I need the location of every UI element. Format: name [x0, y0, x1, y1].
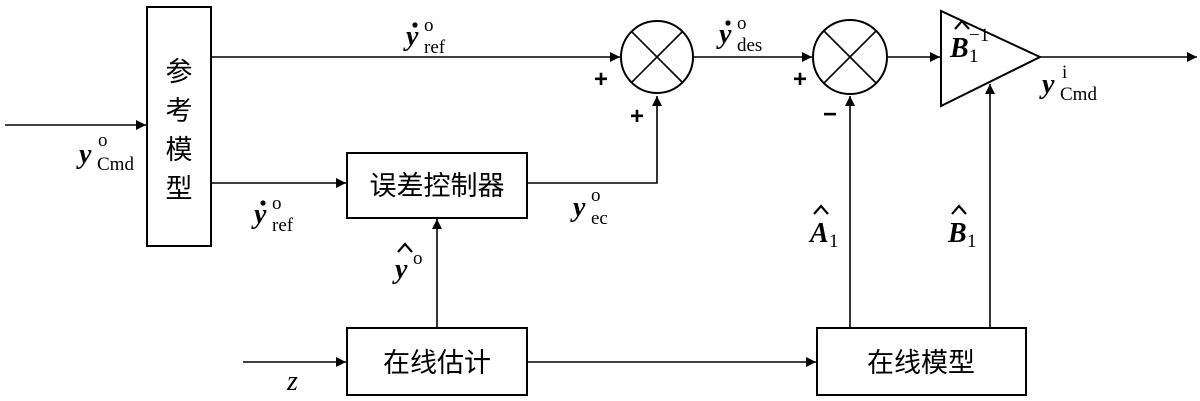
reference-model-char-1: 参 — [166, 57, 193, 88]
inverse-gain-block — [940, 9, 1043, 108]
svg-text:−1: −1 — [969, 25, 989, 46]
svg-text:Cmd: Cmd — [1060, 84, 1097, 105]
svg-text:1: 1 — [967, 231, 977, 252]
reference-model-char-4: 型 — [166, 174, 193, 205]
svg-text:y: y — [716, 19, 732, 50]
label-y-ec: y o ec — [570, 185, 608, 229]
sum1-bottom-sign: + — [630, 103, 644, 130]
label-y-cmd-i: y i Cmd — [1039, 62, 1097, 105]
online-model-block: 在线模型 — [816, 327, 1027, 396]
error-controller-label: 误差控制器 — [370, 171, 505, 202]
svg-text:1: 1 — [829, 231, 839, 252]
svg-text:ref: ref — [272, 215, 294, 236]
online-estimation-label: 在线估计 — [383, 348, 491, 379]
svg-text:ec: ec — [591, 208, 608, 229]
label-z: z — [286, 366, 298, 397]
svg-text:y: y — [392, 254, 408, 285]
sum2-bottom-sign: − — [823, 101, 837, 128]
sum1-left-sign: + — [594, 66, 608, 93]
svg-text:o: o — [424, 15, 434, 36]
label-y-des-dot: y o des — [716, 13, 762, 56]
svg-text:o: o — [591, 185, 601, 206]
summing-junction-1 — [620, 20, 694, 94]
label-y-ref-dot-bottom: y o ref — [251, 193, 294, 236]
svg-text:i: i — [1062, 62, 1067, 83]
online-model-label: 在线模型 — [867, 348, 975, 379]
label-y-hat: y o — [392, 242, 423, 285]
svg-text:o: o — [272, 193, 282, 214]
reference-model-block: 参 考 模 型 — [146, 6, 212, 247]
online-estimation-block: 在线估计 — [346, 327, 528, 396]
label-B1-hat: B 1 — [947, 204, 977, 252]
svg-text:y: y — [1039, 69, 1055, 100]
label-y-ref-dot-top: y o ref — [403, 15, 446, 58]
svg-text:z: z — [286, 366, 298, 397]
svg-text:y: y — [570, 192, 586, 223]
svg-text:des: des — [737, 35, 762, 56]
reference-model-char-2: 考 — [166, 96, 193, 127]
svg-text:y: y — [76, 139, 92, 170]
svg-text:o: o — [98, 130, 108, 151]
svg-text:o: o — [413, 248, 423, 269]
svg-text:B: B — [949, 33, 969, 64]
svg-text:A: A — [808, 218, 829, 249]
svg-text:o: o — [737, 13, 747, 34]
label-y-cmd-o: y o Cmd — [76, 130, 134, 175]
svg-text:y: y — [251, 199, 267, 230]
sum2-left-sign: + — [793, 66, 807, 93]
controller-to-sum1-arrow — [528, 96, 662, 184]
label-A1-hat: A 1 — [808, 204, 839, 252]
reference-model-char-3: 模 — [166, 135, 193, 166]
svg-text:y: y — [403, 21, 419, 52]
svg-text:B: B — [947, 218, 967, 249]
error-controller-block: 误差控制器 — [346, 152, 528, 219]
label-B1-inverse: B 1 −1 — [949, 19, 989, 67]
svg-text:Cmd: Cmd — [97, 154, 134, 175]
svg-text:1: 1 — [969, 46, 979, 67]
summing-junction-2 — [812, 19, 888, 95]
svg-text:ref: ref — [424, 37, 446, 58]
